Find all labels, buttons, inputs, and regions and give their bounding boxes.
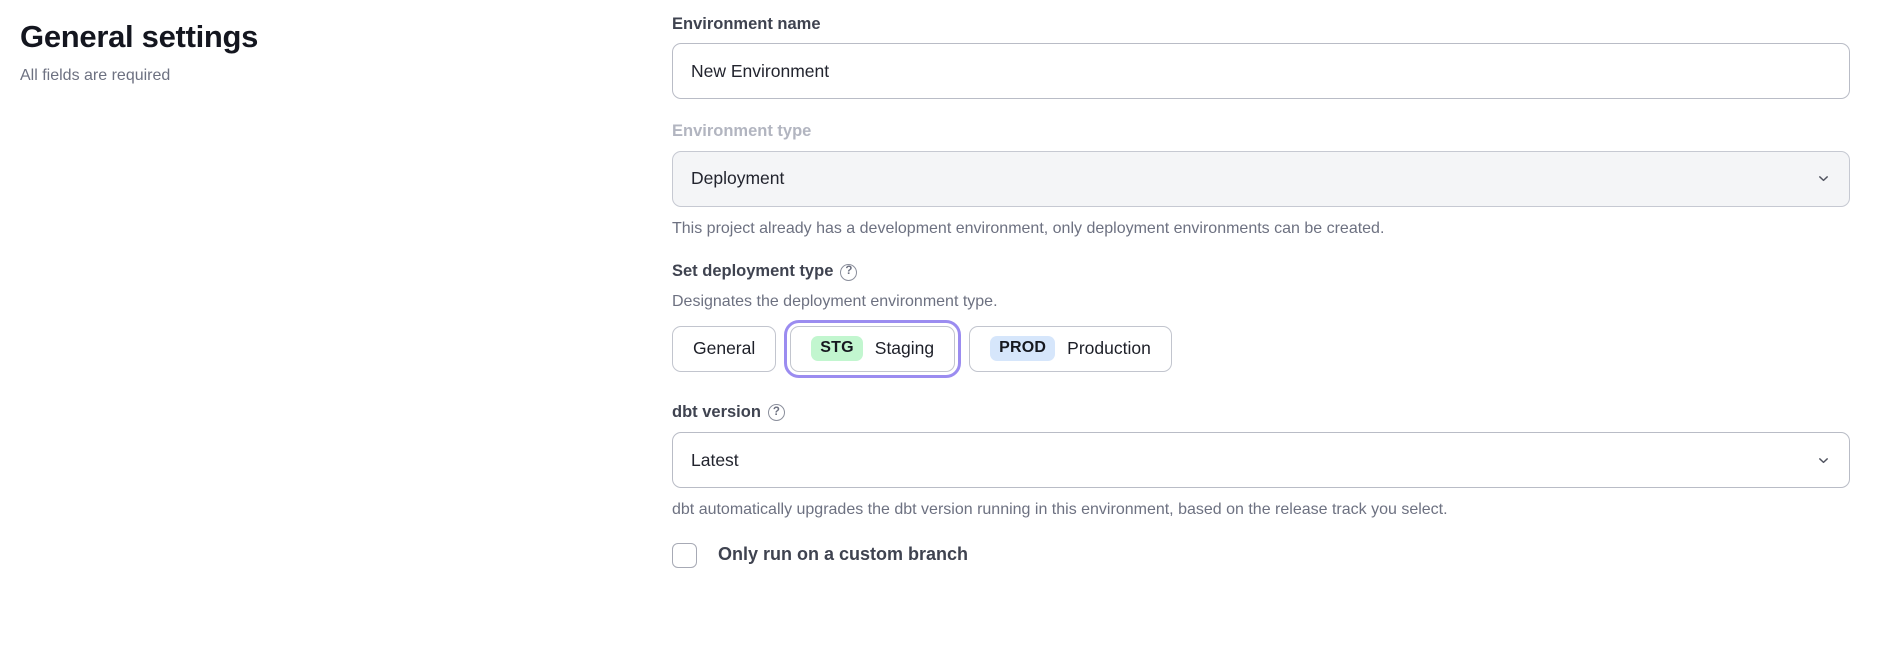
page-subtitle: All fields are required — [20, 66, 171, 84]
environment-name-input[interactable]: New Environment — [672, 43, 1850, 100]
dbt-version-select[interactable]: Latest — [672, 432, 1850, 489]
page-header: General settings All fields are required — [20, 18, 580, 86]
deployment-type-field: Set deployment type ? Designates the dep… — [672, 261, 1850, 378]
environment-type-select[interactable]: Deployment — [672, 150, 1850, 207]
deployment-option-staging[interactable]: STG Staging — [784, 319, 962, 378]
chevron-down-icon — [1815, 452, 1831, 468]
deployment-option-general[interactable]: General — [672, 325, 777, 372]
deployment-option-production[interactable]: PROD Production — [969, 325, 1172, 372]
deployment-type-label-row: Set deployment type ? — [672, 261, 1850, 282]
dbt-version-label: dbt version — [672, 402, 761, 421]
chevron-down-icon — [1815, 171, 1831, 187]
page-title: General settings — [20, 19, 259, 54]
deployment-type-description: Designates the deployment environment ty… — [672, 292, 998, 310]
deployment-option-general-label: General — [693, 338, 756, 359]
dbt-version-value: Latest — [691, 449, 739, 470]
dbt-version-field: dbt version ? Latest dbt automatically u… — [672, 402, 1850, 521]
help-circle-icon[interactable]: ? — [767, 403, 785, 421]
deployment-option-staging-label: Staging — [874, 338, 935, 359]
environment-type-helper: This project already has a development e… — [672, 219, 1385, 237]
deployment-option-production-label: Production — [1067, 338, 1151, 359]
production-badge: PROD — [990, 336, 1056, 362]
deployment-type-options: General STG Staging PROD Production — [672, 319, 1850, 378]
environment-type-field: Environment type Deployment This project… — [672, 121, 1850, 239]
dbt-version-label-row: dbt version ? — [672, 402, 1850, 423]
deployment-type-label: Set deployment type — [672, 262, 834, 281]
environment-type-label: Environment type — [672, 122, 812, 141]
custom-branch-label[interactable]: Only run on a custom branch — [718, 544, 969, 565]
staging-badge: STG — [811, 336, 863, 362]
settings-form: Environment name New Environment Environ… — [672, 14, 1850, 568]
environment-name-field: Environment name New Environment — [672, 14, 1850, 100]
environment-name-label: Environment name — [672, 15, 821, 33]
help-circle-icon[interactable]: ? — [840, 263, 858, 281]
custom-branch-row: Only run on a custom branch — [672, 542, 1850, 568]
dbt-version-helper: dbt automatically upgrades the dbt versi… — [672, 501, 1448, 519]
custom-branch-checkbox[interactable] — [672, 542, 697, 568]
environment-type-value: Deployment — [691, 168, 785, 189]
